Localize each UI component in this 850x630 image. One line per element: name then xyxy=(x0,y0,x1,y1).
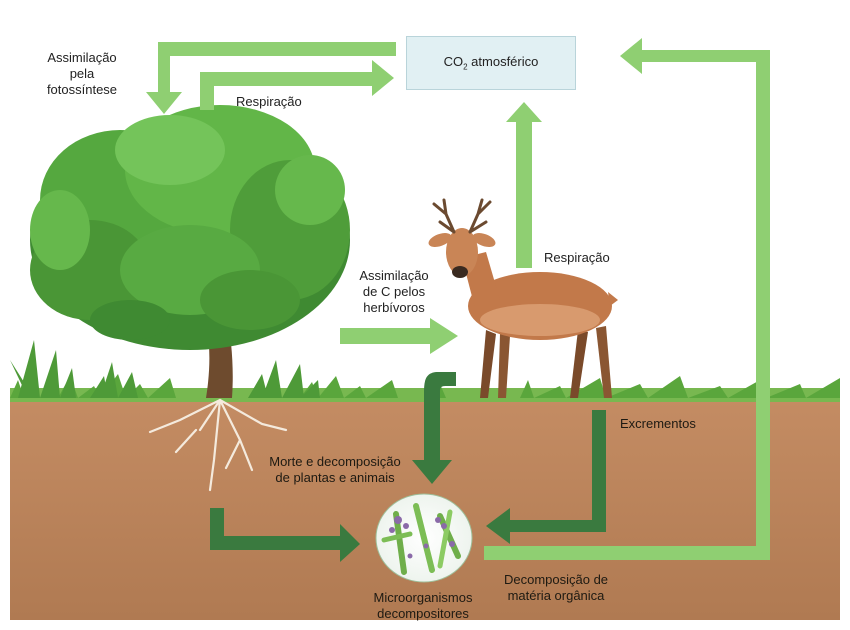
label-microorganisms: Microorganismos decompositores xyxy=(370,590,476,622)
microorganisms-icon xyxy=(376,494,472,582)
label-assimilation-photosynthesis: Assimilação pela fotossíntese xyxy=(34,50,130,98)
label-organic-decomposition: Decomposição de matéria orgânica xyxy=(496,572,616,604)
arrow-herbivore-assimilation xyxy=(340,318,458,354)
label-herbivore-assimilation: Assimilação de C pelos herbívoros xyxy=(346,268,442,316)
co2-atmospheric-box: CO2 atmosférico xyxy=(406,36,576,90)
arrow-respiration-animal xyxy=(506,102,542,268)
label-death-decomposition: Morte e decomposição de plantas e animai… xyxy=(250,454,420,486)
label-respiration-animal: Respiração xyxy=(544,250,610,266)
label-excrement: Excrementos xyxy=(620,416,696,432)
label-respiration-plant: Respiração xyxy=(236,94,302,110)
co2-label: CO2 atmosférico xyxy=(444,54,539,72)
